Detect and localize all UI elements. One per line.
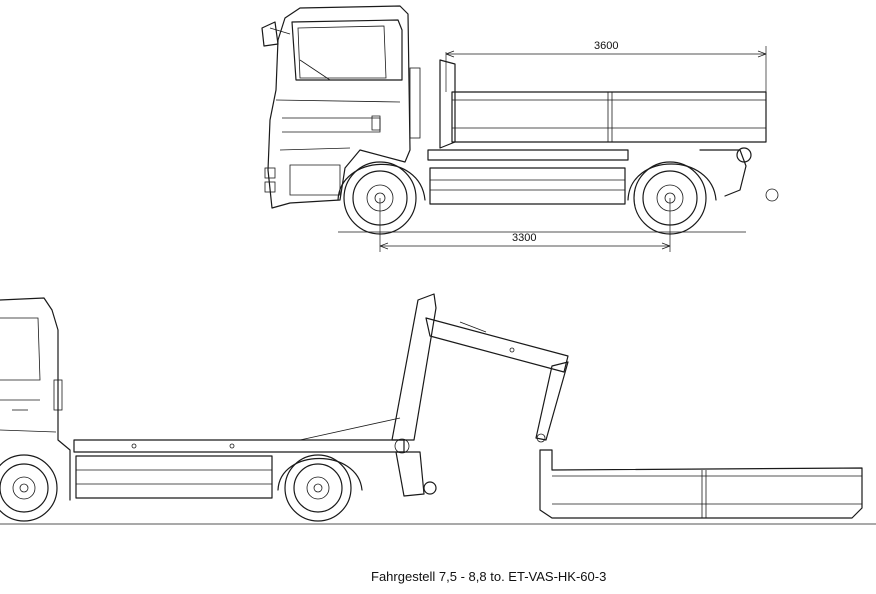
container-body-top bbox=[439, 59, 767, 149]
container-on-ground bbox=[539, 449, 863, 519]
truck-side-view-top: 3600 3300 bbox=[261, 5, 779, 252]
cab-bottom bbox=[0, 297, 71, 501]
dimension-label-wheelbase: 3300 bbox=[512, 232, 536, 244]
chassis-bottom bbox=[73, 439, 405, 499]
dimension-label-body-length: 3600 bbox=[594, 40, 618, 52]
tow-hitch-bottom bbox=[423, 481, 437, 495]
tow-hitch-top bbox=[736, 147, 752, 163]
front-wheel-bottom bbox=[0, 454, 58, 522]
front-wheel-top bbox=[337, 161, 426, 235]
hook-arm bbox=[299, 293, 569, 454]
chassis-top bbox=[427, 149, 747, 205]
drawing-caption: Fahrgestell 7,5 - 8,8 to. ET-VAS-HK-60-3 bbox=[371, 569, 607, 584]
cab-top bbox=[261, 5, 421, 209]
dimension-wheelbase: 3300 bbox=[379, 198, 671, 252]
rear-frame bbox=[395, 451, 425, 497]
truck-side-view-bottom bbox=[0, 293, 876, 525]
rear-wheel-bottom bbox=[277, 454, 363, 522]
dimension-body-length: 3600 bbox=[445, 40, 767, 92]
rear-wheel-top bbox=[627, 161, 717, 235]
